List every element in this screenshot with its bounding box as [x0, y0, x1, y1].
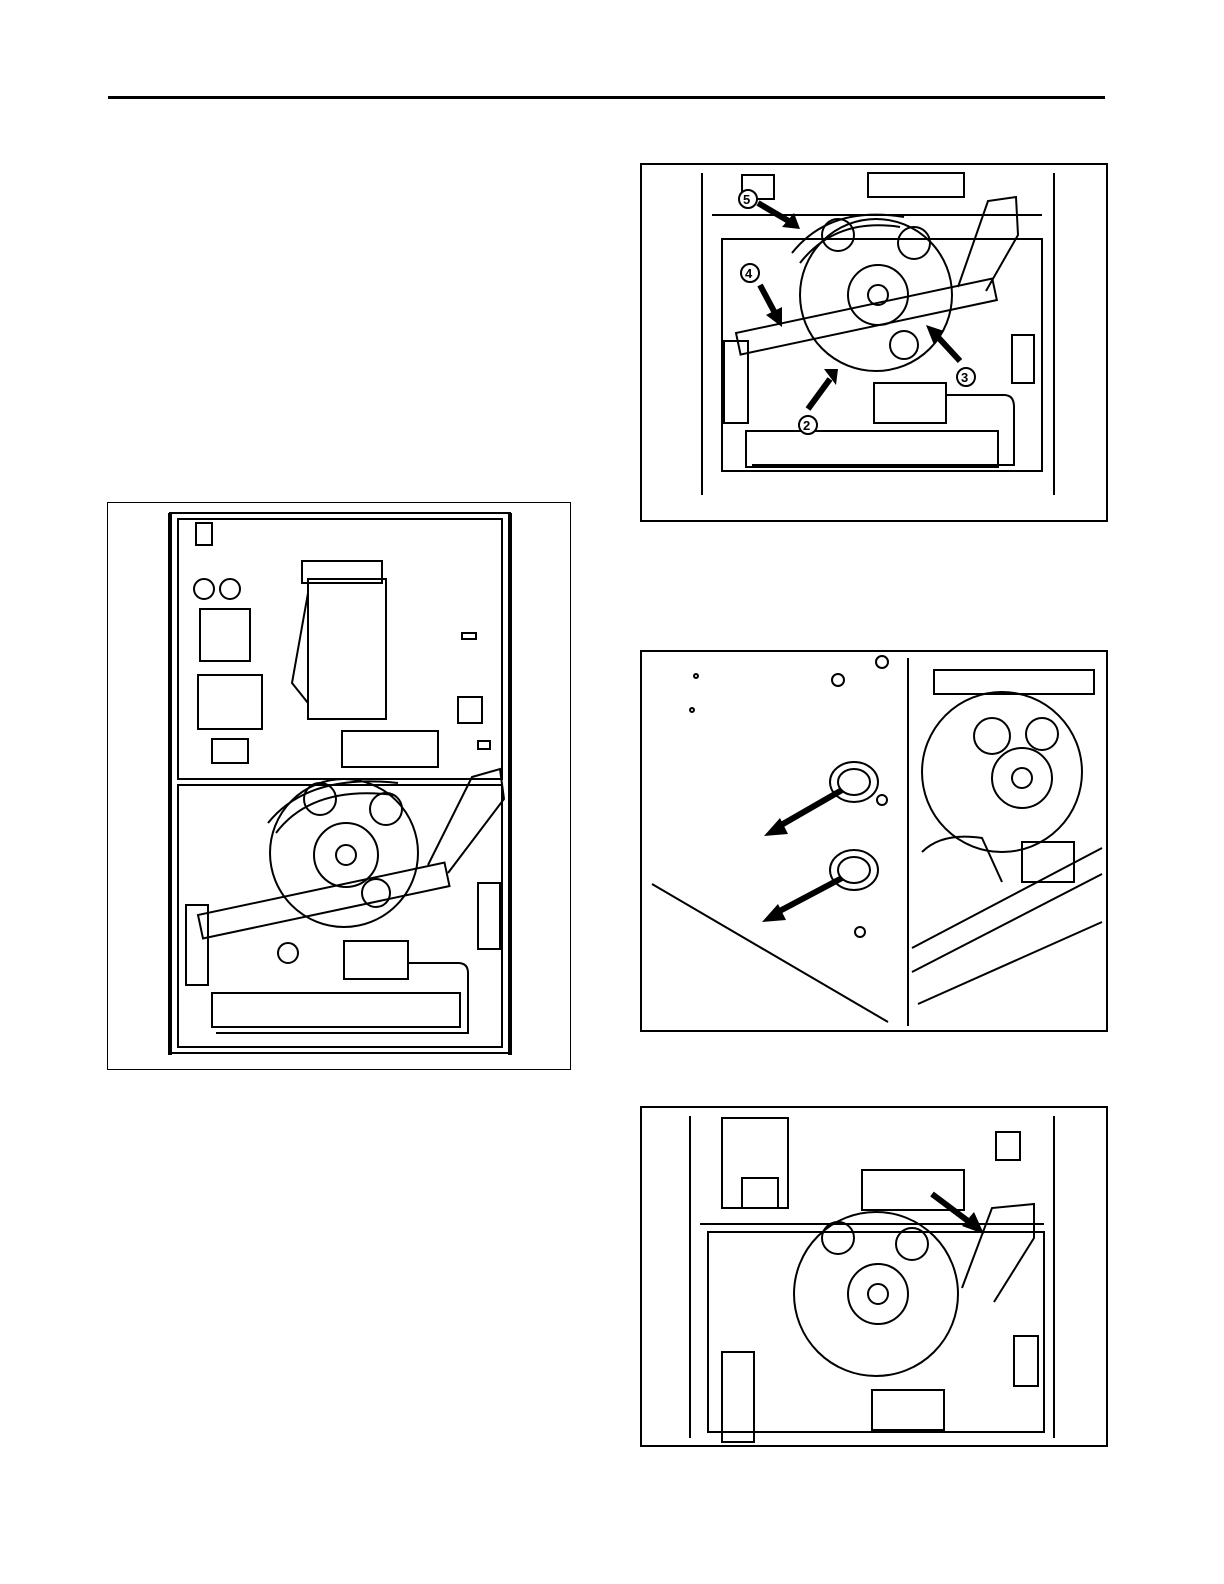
arrow-icon — [760, 285, 776, 315]
callout-label-4: 4 — [745, 266, 753, 281]
arrow-icon — [808, 379, 830, 409]
callout-label-3: 3 — [961, 370, 968, 385]
callout-label-2: 2 — [803, 418, 810, 433]
figure-vent-pipe — [640, 1106, 1108, 1447]
figure-side-knockouts — [640, 650, 1108, 1032]
knockout-arrows — [774, 790, 842, 914]
figure-inducer-callouts: 5 4 3 2 — [640, 163, 1108, 522]
furnace-front-drawing — [108, 503, 570, 1069]
header-rule — [108, 96, 1105, 99]
arrow-icon — [758, 203, 792, 223]
side-knockout-drawing — [642, 652, 1106, 1030]
arrow-icon — [776, 790, 842, 828]
vent-pipe-drawing — [642, 1108, 1106, 1445]
figure-furnace-front-view — [107, 502, 571, 1070]
arrow-icon — [774, 878, 842, 914]
arrow-icon — [936, 335, 960, 361]
inducer-callout-drawing: 5 4 3 2 — [642, 165, 1106, 520]
callout-label-5: 5 — [743, 192, 750, 207]
